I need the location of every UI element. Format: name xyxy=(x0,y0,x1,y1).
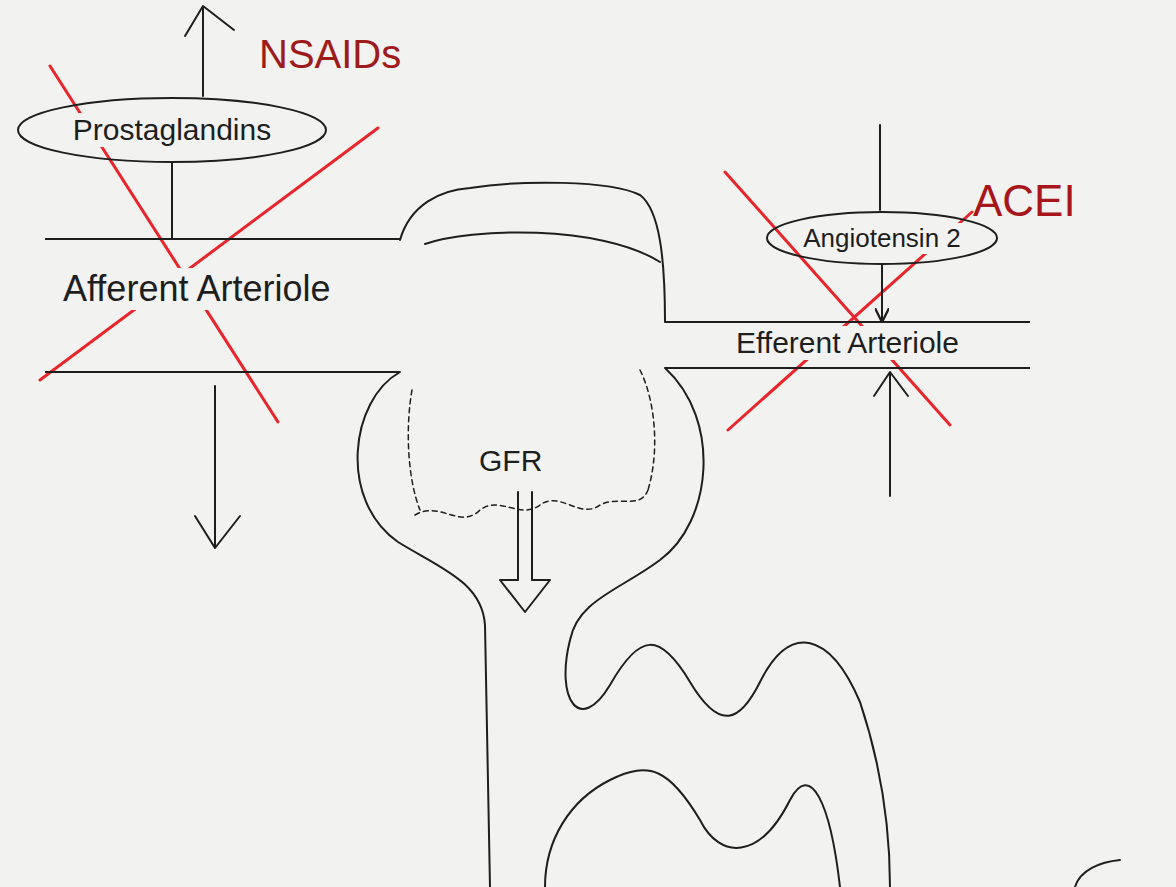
glomerulus-dome xyxy=(400,183,665,322)
tubule-fragment xyxy=(1075,860,1120,887)
cross-mark xyxy=(50,66,278,422)
node-text: Prostaglandins xyxy=(70,113,274,147)
drug-label: NSAIDs xyxy=(256,32,404,77)
filtration-arrow xyxy=(500,492,550,612)
cross-mark xyxy=(40,128,378,380)
ellipse-outline xyxy=(767,212,997,264)
drug-label: ACEI xyxy=(970,176,1079,226)
glomerulus-inner-curve xyxy=(425,232,660,262)
hormone-ellipse: Angiotensin 2 xyxy=(766,211,998,265)
capsule-wall xyxy=(358,372,490,887)
node-text: Angiotensin 2 xyxy=(800,223,964,254)
constriction-line xyxy=(879,125,881,210)
hormone-ellipse: Prostaglandins xyxy=(17,97,327,163)
tubule-wall xyxy=(566,368,890,887)
arteriole-band: Afferent Arteriole xyxy=(45,238,400,373)
connector xyxy=(171,163,173,238)
ellipse-outline xyxy=(18,98,326,162)
cross-mark xyxy=(725,172,950,425)
arteriole-band: Efferent Arteriole xyxy=(665,321,1030,369)
constriction-arrow xyxy=(874,372,908,496)
node-text: Afferent Arteriole xyxy=(60,268,334,310)
increase-arrow xyxy=(185,6,234,96)
tubule-wall xyxy=(545,770,840,887)
node-text: Efferent Arteriole xyxy=(733,326,962,360)
rate-label: GFR xyxy=(476,444,545,478)
dilation-arrow xyxy=(195,386,240,548)
connector xyxy=(881,265,883,321)
